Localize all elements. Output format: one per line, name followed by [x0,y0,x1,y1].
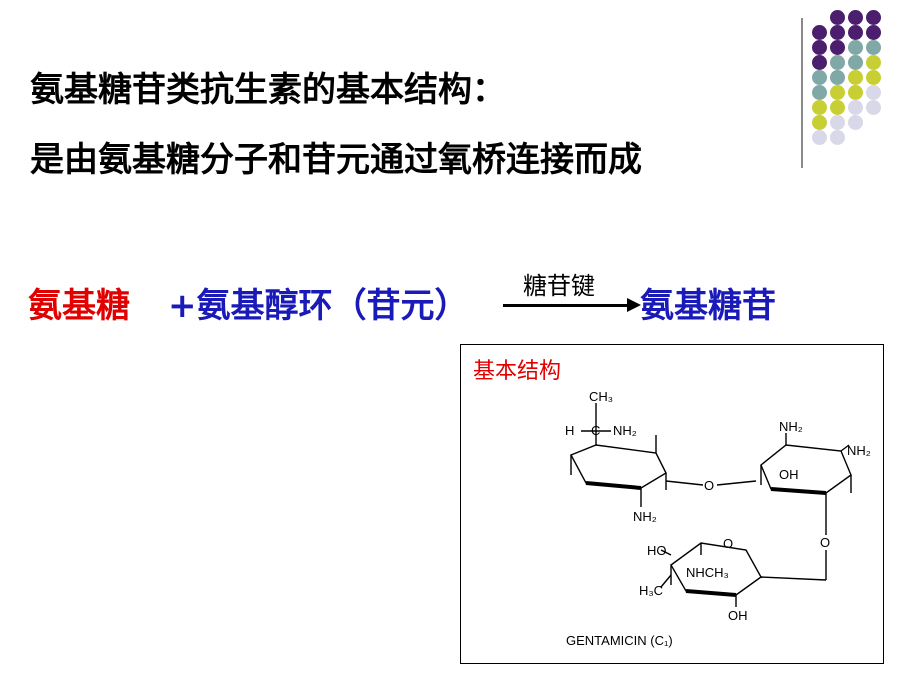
reaction-arrow: 糖苷键 [503,266,643,322]
label-nhch3: NHCH₃ [686,565,729,580]
label-o-link-2: O [820,535,830,550]
decorative-dot-grid [812,10,912,150]
decorative-dot [830,130,845,145]
decorative-dot [812,70,827,85]
decorative-dot [830,70,845,85]
arrow-shaft [503,304,631,307]
decorative-dot [830,10,845,25]
reactant-aglycone: +氨基醇环（苷元） [168,286,469,326]
structure-box-label: 基本结构 [473,359,562,384]
decorative-dot [866,100,881,115]
decorative-dot [830,85,845,100]
decorative-dot [812,40,827,55]
label-ch3: CH₃ [589,389,613,404]
structure-caption: GENTAMICIN (C₁) [566,633,673,648]
decorative-dot [848,100,863,115]
glycosidic-bond-label: 糖苷键 [523,272,595,300]
label-nh2-bottom: NH₂ [633,509,657,524]
decorative-dot [848,25,863,40]
decorative-dot [830,100,845,115]
heading-line-1: 氨基糖苷类抗生素的基本结构： [30,70,506,110]
label-ho: HO [647,543,667,558]
decorative-dot [830,40,845,55]
decorative-dot [866,10,881,25]
decorative-dot [812,100,827,115]
label-h3c: H₃C [639,583,663,598]
label-oh-bottom: OH [728,608,748,623]
label-o-ring: O [723,536,733,551]
ring-a [570,444,667,489]
decorative-dot [812,55,827,70]
label-c: C [591,423,600,438]
decorative-dot [830,55,845,70]
decorative-dot [866,85,881,100]
decorative-dot [866,25,881,40]
decorative-dot [812,25,827,40]
decorative-dot [812,85,827,100]
decorative-dot [830,115,845,130]
arrow-head-icon [627,298,641,312]
label-nh2-right-2: NH₂ [847,443,871,458]
product-aminoglycoside: 氨基糖苷 [640,286,776,326]
decorative-dot [848,115,863,130]
gentamicin-structure-diagram: CH₃ H C NH₂ NH₂ O NH₂ NH₂ OH O HO O NHCH… [565,389,871,623]
decorative-dot [848,10,863,25]
decorative-dot [848,85,863,100]
decorative-dot [866,70,881,85]
decorative-dot [866,55,881,70]
label-o-link-1: O [704,478,714,493]
heading-line-2: 是由氨基糖分子和苷元通过氧桥连接而成 [30,140,642,180]
decorative-dot [812,115,827,130]
structure-figure: CH₃ H C NH₂ NH₂ O NH₂ NH₂ OH O HO O NHCH… [460,344,884,664]
label-nh2-right-1: NH₂ [779,419,803,434]
decorative-dot [830,25,845,40]
decorative-dot [848,70,863,85]
ring-b [760,444,852,494]
decorative-dot [812,130,827,145]
label-oh-mid: OH [779,467,799,482]
label-h: H [565,423,574,438]
label-nh2-top: NH₂ [613,423,637,438]
decorative-dot [866,40,881,55]
decorative-dot [848,55,863,70]
decorative-dot [848,40,863,55]
vertical-divider [801,18,803,168]
reactant-amino-sugar: 氨基糖 [28,286,130,326]
